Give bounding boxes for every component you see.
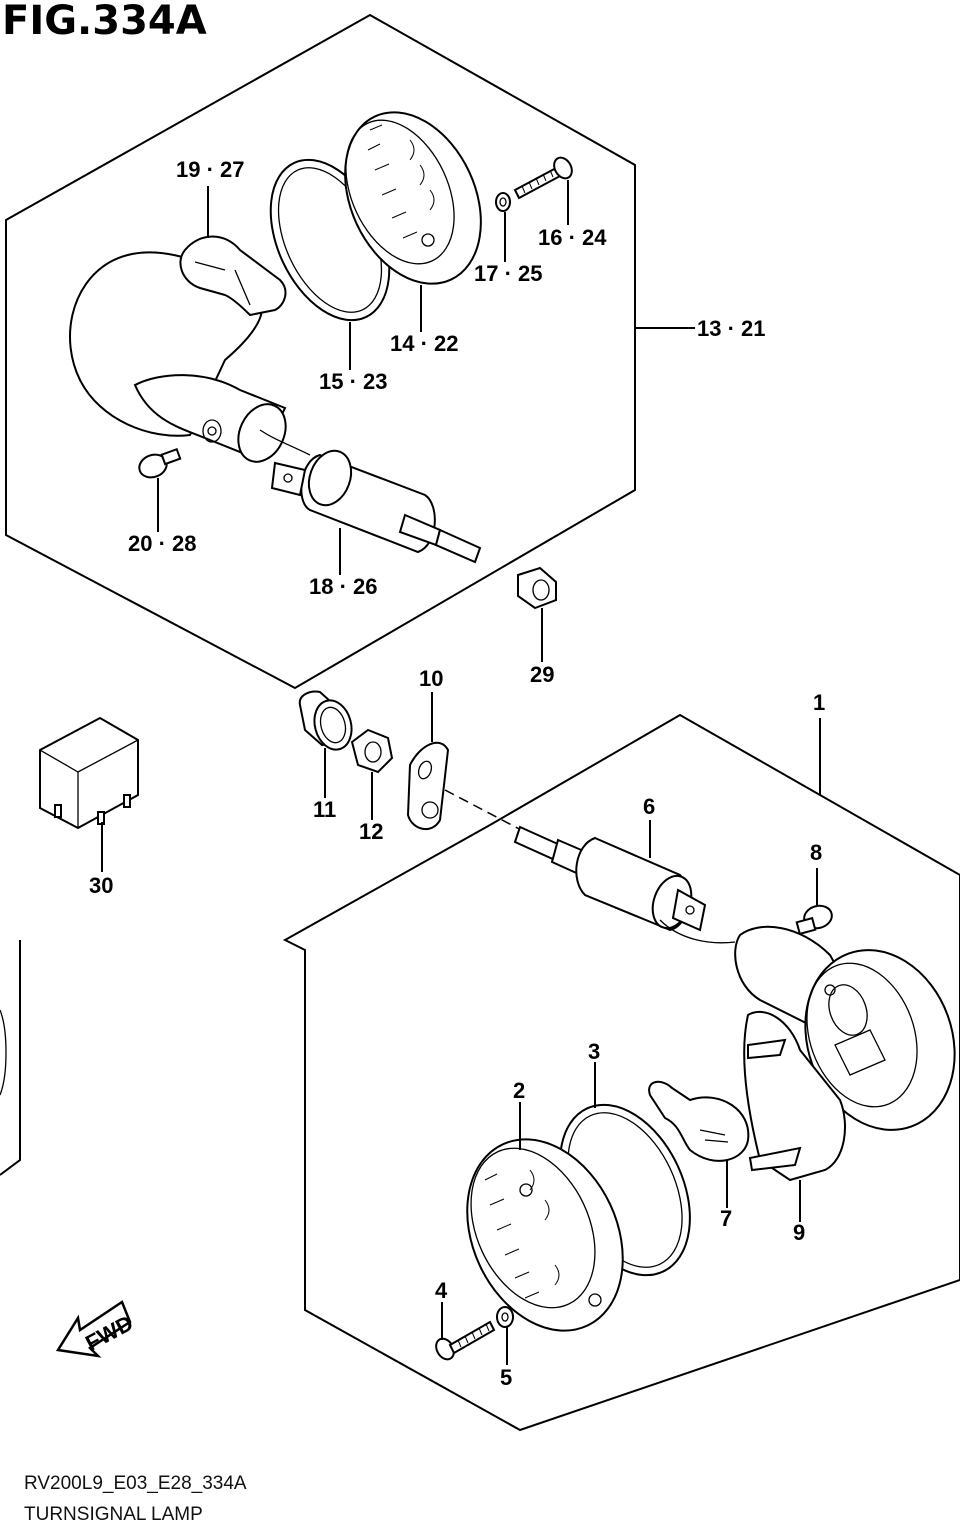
housing-screw [795, 904, 833, 936]
label-29: 29 [530, 662, 554, 687]
reflector-bracket [743, 1010, 846, 1182]
upper-housing-screw [138, 447, 182, 479]
bracket-plate [406, 741, 450, 830]
label-30: 30 [89, 873, 113, 898]
figure-code: RV200L9_E03_E28_334A [24, 1473, 247, 1494]
label-12: 12 [359, 819, 383, 844]
lower-socket [513, 825, 736, 944]
lower-assembly-frame [282, 713, 960, 1432]
label-19-27: 19 · 27 [176, 157, 245, 182]
upper-lamp-housing [69, 251, 287, 463]
label-14-22: 14 · 22 [390, 331, 459, 356]
label-16-24: 16 · 24 [538, 225, 607, 250]
label-13-21: 13 · 21 [697, 316, 766, 341]
nut [350, 728, 394, 774]
rubber-spacer [298, 690, 353, 751]
label-1: 1 [813, 690, 825, 715]
lower-washer [496, 1306, 514, 1328]
label-11: 11 [313, 797, 336, 822]
forward-direction-arrow: FWD [55, 1300, 137, 1358]
relay-unit [39, 716, 139, 830]
figure-title: FIG.334A [2, 0, 207, 44]
label-10: 10 [419, 666, 443, 691]
label-15-23: 15 · 23 [319, 369, 388, 394]
label-17-25: 17 · 25 [474, 261, 543, 286]
lower-bulb [648, 1080, 750, 1162]
label-20-28: 20 · 28 [128, 531, 197, 556]
upper-socket [259, 429, 482, 564]
label-7: 7 [720, 1206, 732, 1231]
upper-lens [344, 111, 482, 285]
figure-name: TURNSIGNAL LAMP [24, 1504, 203, 1525]
flange-nut [517, 566, 557, 610]
upper-assembly-frame [5, 13, 636, 690]
lower-lamp-housing [734, 925, 956, 1131]
upper-washer [495, 192, 511, 212]
label-3: 3 [588, 1039, 600, 1064]
label-5: 5 [500, 1365, 512, 1390]
label-8: 8 [810, 840, 822, 865]
adjacent-figure-edge [0, 940, 21, 1176]
lower-screw [435, 1320, 496, 1361]
label-6: 6 [643, 794, 655, 819]
label-4: 4 [435, 1278, 448, 1303]
lower-lens [466, 1138, 624, 1332]
label-2: 2 [513, 1078, 525, 1103]
label-9: 9 [793, 1220, 805, 1245]
label-18-26: 18 · 26 [309, 574, 378, 599]
upper-bulb [179, 235, 287, 317]
upper-screw [513, 156, 573, 200]
